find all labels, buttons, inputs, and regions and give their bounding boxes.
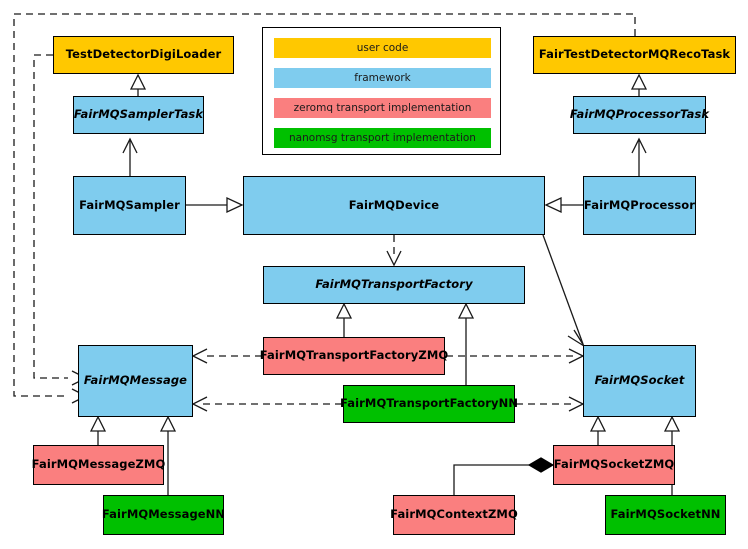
- edge-sampler-device: [186, 196, 244, 214]
- class-box-label: FairMQProcessorTask: [569, 107, 710, 122]
- class-box-fairmqsocketnn[interactable]: FairMQSocketNN: [605, 495, 726, 535]
- legend-item-zeromq: zeromq transport implementation: [274, 98, 491, 118]
- edge-socketzmq-socket: [589, 415, 607, 445]
- class-box-fairmqsocket[interactable]: FairMQSocket: [583, 345, 696, 417]
- edge-device-transportfactory: [386, 235, 402, 267]
- edge-processor-processortask: [631, 137, 647, 176]
- class-box-label: FairMQSocketZMQ: [553, 457, 675, 472]
- edge-transportfactorynn-socket: [516, 396, 585, 412]
- legend-item-framework: framework: [274, 68, 491, 88]
- class-box-fairmqtransportfactory[interactable]: FairMQTransportFactory: [263, 266, 525, 304]
- class-box-fairmqsampler[interactable]: FairMQSampler: [73, 176, 186, 235]
- class-box-fairmqtransportfactorynn[interactable]: FairMQTransportFactoryNN: [339, 385, 519, 423]
- class-box-fairmqmessagenn[interactable]: FairMQMessageNN: [101, 495, 226, 535]
- class-box-label: FairMQDevice: [348, 197, 440, 212]
- class-box-fairtestdetectormqrecotask[interactable]: FairTestDetectorMQRecoTask: [533, 36, 736, 74]
- class-box-label: FairMQSocket: [594, 373, 685, 388]
- edge-transportfactoryzmq-transportfactory: [335, 302, 353, 337]
- edge-samplertask-testdetectordigiloader: [129, 73, 147, 96]
- edge-sampler-samplertask: [122, 137, 138, 176]
- class-box-fairmqprocessortask[interactable]: FairMQProcessorTask: [569, 96, 710, 134]
- class-box-fairmqprocessor[interactable]: FairMQProcessor: [583, 176, 696, 235]
- class-box-testdetectordigiloader[interactable]: TestDetectorDigiLoader: [53, 36, 234, 74]
- class-box-label: FairMQContextZMQ: [390, 507, 518, 522]
- class-box-label: FairMQMessageNN: [101, 507, 226, 522]
- edge-messagezmq-message: [89, 415, 107, 445]
- legend-label-framework: framework: [354, 72, 411, 84]
- class-box-label: FairMQTransportFactoryNN: [339, 396, 519, 411]
- edge-transportfactorynn-transportfactory: [457, 302, 475, 385]
- class-box-label: FairTestDetectorMQRecoTask: [538, 47, 731, 62]
- edge-processor-device: [544, 196, 583, 214]
- class-box-label: FairMQMessage: [83, 373, 188, 388]
- class-box-fairmqsamplertask[interactable]: FairMQSamplerTask: [73, 96, 204, 134]
- legend-label-user-code: user code: [356, 42, 409, 54]
- class-box-label: FairMQProcessor: [583, 197, 696, 212]
- edge-transportfactoryzmq-message: [191, 348, 262, 364]
- class-box-label: FairMQSampler: [79, 197, 180, 212]
- edge-transportfactoryzmq-socket: [446, 348, 585, 364]
- class-box-fairmqdevice[interactable]: FairMQDevice: [243, 176, 545, 235]
- edge-processortask-recotask: [630, 73, 648, 96]
- legend-label-nanomsg: nanomsg transport implementation: [289, 132, 476, 144]
- class-box-label: TestDetectorDigiLoader: [65, 47, 222, 62]
- class-box-label: FairMQSocketNN: [610, 507, 721, 522]
- class-box-label: FairMQTransportFactory: [315, 277, 473, 292]
- legend-label-zeromq: zeromq transport implementation: [293, 102, 472, 114]
- legend-item-user-code: user code: [274, 38, 491, 58]
- edge-contextzmq-socketzmq: [453, 457, 555, 495]
- edge-device-socket: [542, 234, 585, 347]
- legend-panel: user code framework zeromq transport imp…: [262, 27, 501, 155]
- class-box-label: FairMQTransportFactoryZMQ: [259, 348, 449, 363]
- legend-item-nanomsg: nanomsg transport implementation: [274, 128, 491, 148]
- class-box-fairmqmessage[interactable]: FairMQMessage: [78, 345, 193, 417]
- class-box-label: FairMQSamplerTask: [73, 107, 204, 122]
- class-box-fairmqtransportfactoryzmq[interactable]: FairMQTransportFactoryZMQ: [260, 337, 448, 375]
- edge-transportfactorynn-message: [191, 396, 342, 412]
- class-box-fairmqsocketzmq[interactable]: FairMQSocketZMQ: [553, 445, 675, 485]
- class-box-label: FairMQMessageZMQ: [31, 457, 166, 472]
- class-box-fairmqcontextzmq[interactable]: FairMQContextZMQ: [390, 495, 518, 535]
- class-box-fairmqmessagezmq[interactable]: FairMQMessageZMQ: [31, 445, 166, 485]
